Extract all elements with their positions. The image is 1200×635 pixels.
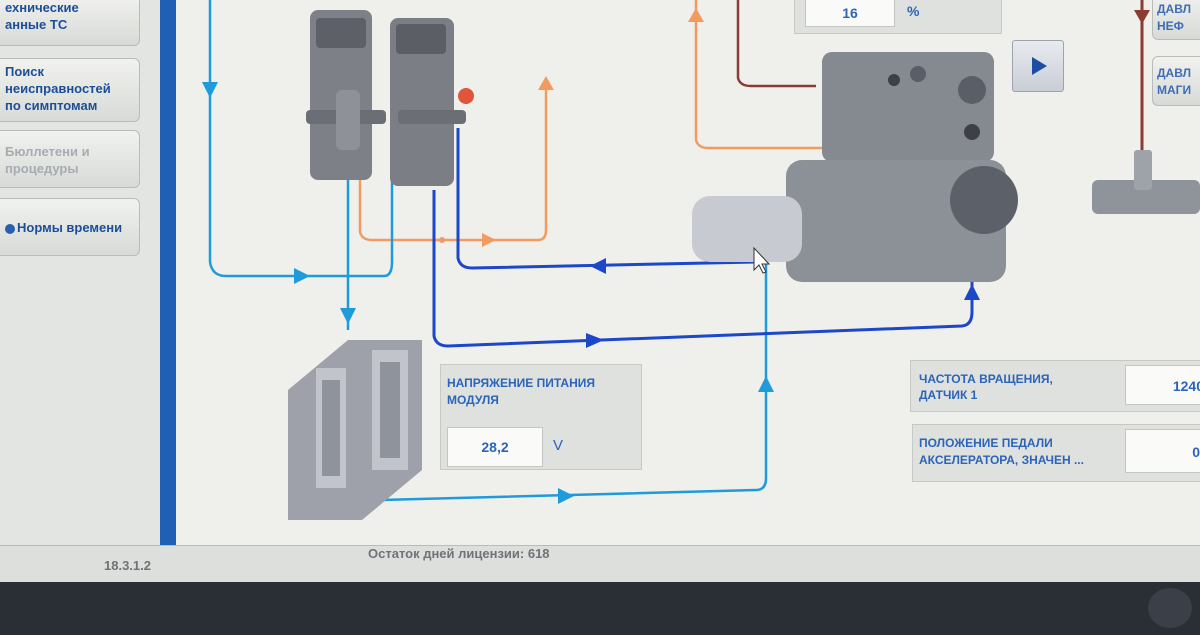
pedal-position-label-line: ПОЛОЖЕНИЕ ПЕДАЛИ xyxy=(919,436,1053,450)
engine-control-module xyxy=(288,340,422,520)
injection-pump xyxy=(692,52,1018,282)
fuel-filter-left xyxy=(306,10,386,180)
supply-voltage-label-line: НАПРЯЖЕНИЕ ПИТАНИЯ xyxy=(447,376,596,390)
rpm-sensor-value: 1240 xyxy=(1125,365,1200,405)
pressure-rail xyxy=(1092,180,1200,214)
status-bar: 18.3.1.2 Остаток дней лицензии: 618 xyxy=(0,545,1200,582)
sidebar-item-label: ехнические xyxy=(5,0,79,15)
sidebar-item-label: Нормы времени xyxy=(17,220,123,235)
supply-voltage-panel: НАПРЯЖЕНИЕ ПИТАНИЯ МОДУЛЯ 28,2 V xyxy=(440,364,642,470)
sidebar-item-bulletins[interactable]: Бюллетени и процедуры xyxy=(0,130,140,188)
fuel-filter-right xyxy=(390,18,474,186)
sidebar-item-label: неисправностей xyxy=(5,81,111,96)
bullet-icon xyxy=(5,223,15,234)
rpm-sensor-panel: ЧАСТОТА ВРАЩЕНИЯ, ДАТЧИК 1 1240 xyxy=(910,360,1200,412)
supply-voltage-label: НАПРЯЖЕНИЕ ПИТАНИЯ МОДУЛЯ xyxy=(447,375,595,409)
supply-voltage-unit: V xyxy=(553,437,564,454)
application-screen: ехнические анные ТС Поиск неисправностей… xyxy=(0,0,1200,582)
pressure-button-label: ДАВЛ xyxy=(1157,66,1192,80)
sidebar-item-label: анные ТС xyxy=(5,17,68,32)
sidebar-item-vehicle-data[interactable]: ехнические анные ТС xyxy=(0,0,140,46)
pedal-position-label-line: АКСЕЛЕРАТОРА, ЗНАЧЕН ... xyxy=(919,453,1084,467)
pressure-button-label: ДАВЛ xyxy=(1157,2,1192,16)
sidebar-item-time-norms[interactable]: Нормы времени xyxy=(0,198,140,256)
sidebar-item-label: Бюллетени и xyxy=(5,144,90,159)
pressure-button-label: НЕФ xyxy=(1157,19,1184,33)
pressure-button-label: МАГИ xyxy=(1157,83,1192,97)
camera-watermark-icon xyxy=(1148,588,1192,628)
sidebar-divider xyxy=(160,0,176,545)
sidebar-item-label: Поиск xyxy=(5,64,45,79)
sidebar-item-label: по симптомам xyxy=(5,98,98,113)
mouse-cursor-icon xyxy=(753,246,771,274)
play-button[interactable] xyxy=(1012,40,1064,92)
sidebar-item-label: процедуры xyxy=(5,161,79,176)
top-parameter-panel: 16 % xyxy=(794,0,1002,34)
pressure-button-1[interactable]: ДАВЛ НЕФ xyxy=(1152,0,1200,40)
pedal-position-panel: ПОЛОЖЕНИЕ ПЕДАЛИ АКСЕЛЕРАТОРА, ЗНАЧЕН ..… xyxy=(912,424,1200,482)
rpm-sensor-label-line: ДАТЧИК 1 xyxy=(919,388,978,402)
license-days-label: Остаток дней лицензии: 618 xyxy=(368,546,550,561)
version-label: 18.3.1.2 xyxy=(104,558,151,573)
pedal-position-value: 0 xyxy=(1125,429,1200,473)
sidebar: ехнические анные ТС Поиск неисправностей… xyxy=(0,0,170,545)
rpm-sensor-label: ЧАСТОТА ВРАЩЕНИЯ, ДАТЧИК 1 xyxy=(919,371,1053,403)
pedal-position-label: ПОЛОЖЕНИЕ ПЕДАЛИ АКСЕЛЕРАТОРА, ЗНАЧЕН ..… xyxy=(919,435,1084,469)
sidebar-item-symptom-search[interactable]: Поиск неисправностей по симптомам xyxy=(0,58,140,122)
play-icon xyxy=(1032,57,1047,75)
top-parameter-unit: % xyxy=(907,3,920,19)
monitor-bezel xyxy=(0,582,1200,635)
top-parameter-value: 16 xyxy=(805,0,895,27)
fuel-flow-schematic xyxy=(202,0,1200,520)
supply-voltage-label-line: МОДУЛЯ xyxy=(447,393,499,407)
fuel-system-diagram: 16 % ДАВЛ НЕФ ДАВЛ МАГИ НАПРЯЖЕНИЕ ПИТАН… xyxy=(176,0,1200,545)
pressure-button-2[interactable]: ДАВЛ МАГИ xyxy=(1152,56,1200,106)
rpm-sensor-label-line: ЧАСТОТА ВРАЩЕНИЯ, xyxy=(919,372,1053,386)
supply-voltage-value: 28,2 xyxy=(447,427,543,467)
